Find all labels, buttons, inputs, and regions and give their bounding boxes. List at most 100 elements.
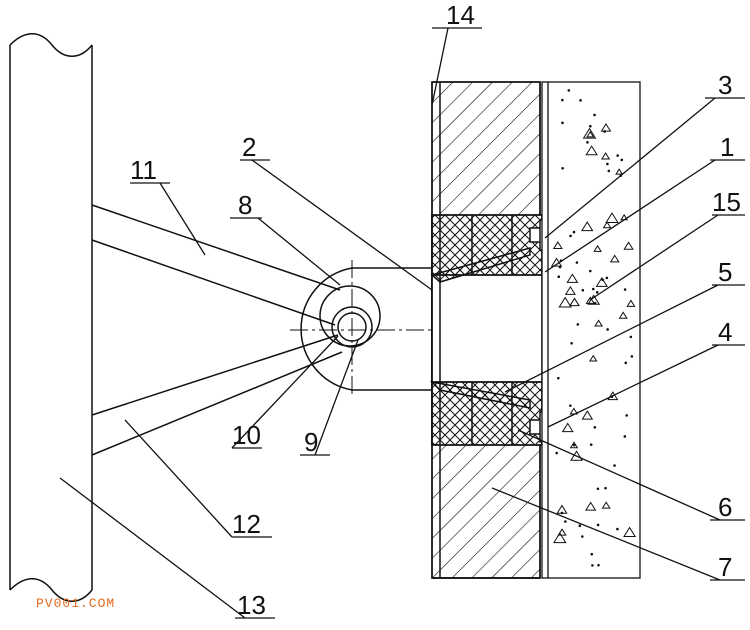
concrete-aggregate [569,441,579,449]
concrete-aggregate [601,152,611,160]
label-11: 11 [130,155,157,185]
concrete-dot [588,269,592,273]
concrete-aggregate [595,277,609,287]
concrete-dot [569,234,572,238]
concrete-dot [624,361,628,365]
concrete-aggregate [552,532,567,544]
sleeve-1 [429,214,543,446]
concrete-aggregate [585,501,597,511]
concrete-dot [623,288,627,291]
concrete-dot [591,287,595,291]
concrete-dot [623,435,627,438]
label-6: 6 [718,492,732,522]
concrete-aggregate [602,221,612,229]
concrete-aggregate [557,528,567,536]
concrete-aggregate [566,273,579,283]
label-12: 12 [232,509,261,539]
label-3: 3 [718,70,732,100]
concrete-aggregate [582,127,597,139]
concrete-dot [590,552,594,556]
concrete-dot [572,230,576,234]
leader-lines [59,27,745,619]
concrete-dot [589,124,592,128]
concrete-aggregate [605,212,619,223]
concrete-dot [586,141,589,144]
concrete-aggregate [585,145,598,156]
concrete-dot [570,341,573,345]
concrete-dot [630,355,634,358]
label-1: 1 [720,132,734,162]
concrete-aggregate [570,450,584,461]
concrete-aggregate [609,254,620,263]
concrete-dot [578,524,582,527]
concrete-dot [625,414,628,417]
concrete-dot [572,443,576,447]
concrete-dot [589,443,593,446]
concrete-dot [593,113,596,117]
concrete-aggregate [601,501,611,509]
concrete-aggregate [569,297,580,307]
concrete-dot [603,130,606,133]
concrete-dot [596,487,600,491]
label-14: 14 [446,0,475,30]
concrete-aggregate [607,391,619,401]
label-5: 5 [718,257,732,287]
label-4: 4 [718,317,732,347]
concrete-aggregate [589,354,598,362]
concrete-dot [557,376,560,380]
label-7: 7 [718,552,732,582]
concrete-dot [606,162,609,166]
concrete-dot [591,564,594,567]
concrete-aggregate [623,241,634,250]
label-10: 10 [232,420,261,450]
concrete-aggregate [561,422,574,433]
concrete-dot [604,486,607,490]
concrete-dot [567,89,571,92]
concrete-dot [593,426,597,429]
concrete-aggregate [552,241,563,249]
concrete-dot [561,167,564,170]
concrete-aggregate [586,130,595,138]
concrete-aggregate [626,299,636,307]
concrete-dot [601,278,605,282]
concrete-dot [581,535,584,538]
concrete-aggregate [593,244,602,252]
label-9: 9 [304,427,318,457]
concrete-dot [596,523,600,527]
concrete-aggregate [558,296,572,308]
concrete-aggregate [585,296,595,304]
plate-14 [432,82,540,579]
concrete-dot [629,335,633,339]
concrete-dot [558,265,562,269]
brace-12 [91,334,343,456]
concrete-aggregate [594,319,604,327]
label-13: 13 [237,590,266,620]
label-8: 8 [238,190,252,220]
concrete-dot [597,563,600,567]
concrete-dot [616,527,619,531]
concrete-aggregate [623,526,637,538]
part-labels: 14 3 1 15 5 4 6 7 2 8 11 10 9 12 13 [130,0,741,620]
concrete-15 [541,81,641,579]
concrete-dot [561,121,564,125]
concrete-dot [606,328,609,331]
concrete-dot [607,169,611,173]
concrete-dot [595,291,599,294]
concrete-dot [560,511,564,515]
label-15: 15 [712,187,741,217]
concrete-aggregate [580,221,594,232]
concrete-dot [576,323,580,326]
watermark: PV001.COM [36,596,116,611]
concrete-dot [613,464,616,467]
concrete-dot [605,276,609,280]
concrete-aggregate [564,285,576,295]
concrete-dot [569,404,572,407]
bracket-8 [300,267,433,391]
concrete-dot [620,158,624,162]
concrete-dot [616,154,619,157]
label-2: 2 [242,132,256,162]
concrete-aggregate [618,311,628,319]
concrete-dot [593,301,597,305]
brace-11 [91,204,341,326]
concrete-aggregate [600,123,612,132]
